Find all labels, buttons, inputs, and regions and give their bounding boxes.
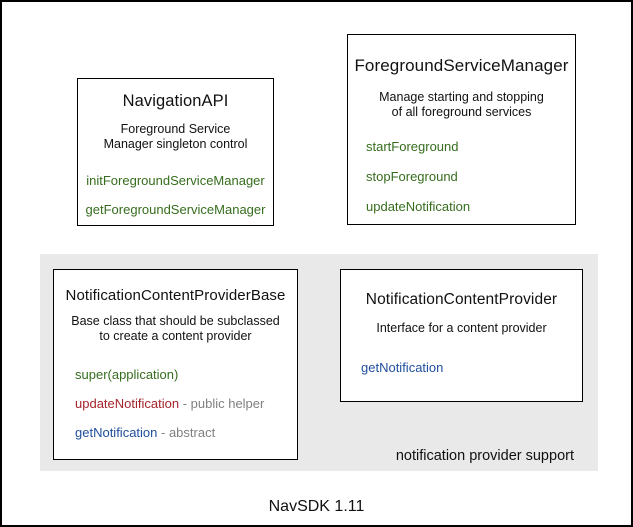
method-label: getNotification [75,425,158,440]
notification-content-provider-description: Interface for a content provider [341,321,582,336]
method-item: updateNotification [366,199,471,214]
method-item: super(application) [75,367,297,382]
description-line: Manage starting and stopping [379,90,544,104]
notification-content-provider-title: NotificationContentProvider [365,291,558,308]
method-item: stopForeground [366,169,458,184]
method-label: updateNotification [75,396,180,411]
method-item: getNotification - abstract [75,425,297,440]
description-line: Base class that should be subclassed [71,314,280,328]
description-line: Manager singleton control [103,137,248,151]
foreground-service-manager-methods: startForeground stopForeground updateNot… [348,139,575,214]
method-item: getNotification [361,360,444,375]
description-line: Interface for a content provider [376,321,547,335]
method-item: startForeground [366,139,459,154]
notification-content-provider-methods: getNotification [341,360,582,375]
notification-content-provider-base-methods: super(application) updateNotification - … [54,367,297,440]
notification-content-provider-base-title: NotificationContentProviderBase [65,287,286,304]
method-label: super(application) [75,367,179,382]
diagram-caption: NavSDK 1.11 [268,498,365,515]
notification-content-provider-base-box: NotificationContentProviderBase Base cla… [53,269,298,460]
method-item: initForegroundServiceManager [86,173,265,188]
navigation-api-description: Foreground Service Manager singleton con… [78,122,273,152]
foreground-service-manager-box: ForegroundServiceManager Manage starting… [347,34,576,225]
navigation-api-box: NavigationAPI Foreground Service Manager… [77,78,274,226]
description-line: to create a content provider [99,329,252,343]
navigation-api-methods: initForegroundServiceManager getForegrou… [78,173,273,217]
description-line: Foreground Service [120,122,231,136]
notification-content-provider-base-description: Base class that should be subclassed to … [54,314,297,344]
navigation-api-title: NavigationAPI [122,92,229,110]
method-item: updateNotification - public helper [75,396,297,411]
notification-content-provider-box: NotificationContentProvider Interface fo… [340,269,583,402]
foreground-service-manager-description: Manage starting and stopping of all fore… [348,90,575,120]
foreground-service-manager-title: ForegroundServiceManager [354,56,569,75]
method-suffix: - abstract [157,425,216,440]
region-label: notification provider support [395,448,574,464]
method-suffix: - public helper [179,396,265,411]
description-line: of all foreground services [391,105,532,119]
method-item: getForegroundServiceManager [85,202,266,217]
